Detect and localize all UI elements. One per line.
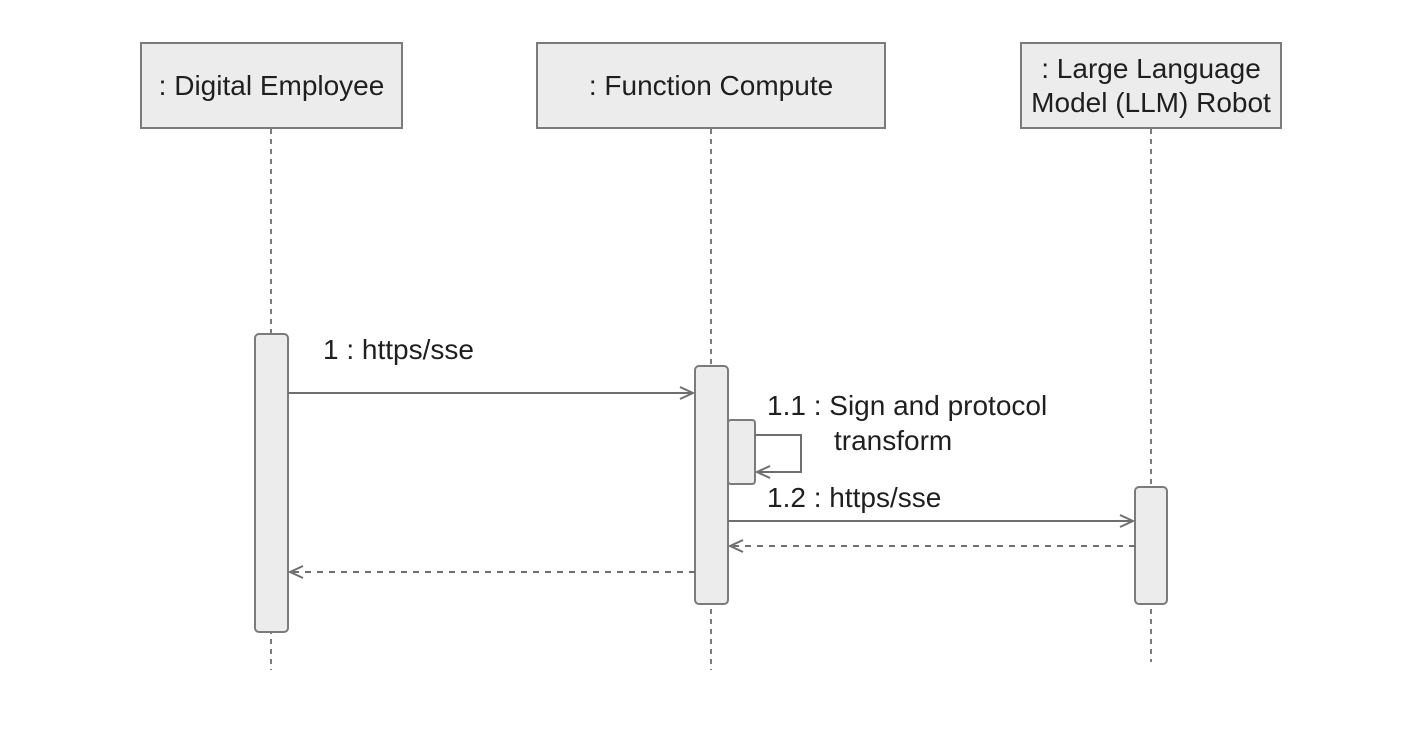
message-label-1-1-line1: 1.1 : Sign and protocol (767, 390, 1048, 421)
activation-function-compute-self (727, 419, 756, 485)
activation-digital-employee (254, 333, 289, 633)
message-label-1: 1 : https/sse (323, 334, 474, 365)
message-label-1-2: 1.2 : https/sse (767, 482, 942, 513)
lifeline-head-llm-robot: : Large Language Model (LLM) Robot (1020, 42, 1282, 129)
activation-llm-robot (1134, 486, 1168, 605)
message-arrow-1-1-self (755, 434, 802, 472)
lifeline-head-digital-employee: : Digital Employee (140, 42, 403, 129)
activation-function-compute (694, 365, 729, 605)
message-label-1-1-line2: transform (834, 425, 953, 456)
lifeline-head-function-compute: : Function Compute (536, 42, 886, 129)
